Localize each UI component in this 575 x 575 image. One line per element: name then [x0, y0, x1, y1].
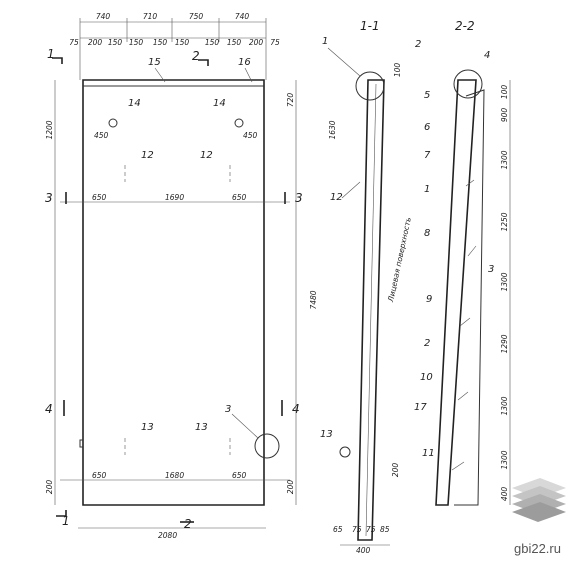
- top-dim-3: 750: [189, 12, 204, 21]
- svg-text:75: 75: [366, 525, 376, 534]
- sec2-label-2b: 2: [424, 338, 430, 349]
- callout-13-right: 13: [195, 422, 208, 433]
- svg-text:150: 150: [129, 38, 144, 47]
- section-mark-1-bottom: 1: [62, 514, 70, 528]
- svg-text:650: 650: [232, 193, 247, 202]
- svg-text:1300: 1300: [500, 450, 509, 469]
- section-mark-2-bottom: 2: [184, 517, 192, 531]
- svg-text:720: 720: [286, 93, 295, 108]
- watermark-logo: [512, 478, 566, 522]
- svg-text:150: 150: [153, 38, 168, 47]
- sec2-label-17: 17: [414, 402, 427, 413]
- callout-16: 16: [238, 57, 251, 68]
- svg-text:1630: 1630: [328, 120, 337, 139]
- sec2-label-3: 3: [488, 264, 494, 275]
- svg-text:200: 200: [45, 480, 54, 495]
- section-mark-2-top: 2: [192, 49, 200, 63]
- callout-13-left: 13: [141, 422, 154, 433]
- panel-elevation: 740 710 750 740 75 200 150 150 150 150 1…: [45, 12, 318, 540]
- svg-text:75: 75: [69, 38, 79, 47]
- sec2-dims: 100 900 1300 1250 1300 1290 1300 1300 40…: [500, 85, 509, 502]
- sec2-label-10: 10: [420, 372, 433, 383]
- callout-15: 15: [148, 57, 161, 68]
- callout-14-left: 14: [128, 98, 141, 109]
- svg-text:650: 650: [232, 471, 247, 480]
- sub-dims: 75 200 150 150 150 150 150 150 200 75: [69, 38, 280, 47]
- sec2-label-4: 4: [484, 50, 490, 61]
- sec1-label-1: 1: [322, 36, 328, 47]
- sec2-label-2: 2: [415, 39, 421, 50]
- callout-12-left: 12: [141, 150, 154, 161]
- section-mark-4-left: 4: [45, 402, 53, 416]
- top-dim-1: 740: [96, 12, 111, 21]
- sec2-label-1: 1: [424, 184, 430, 195]
- section-title-2-2: 2-2: [455, 19, 475, 33]
- right-dim-total: 7480: [309, 290, 318, 309]
- svg-text:450: 450: [243, 131, 258, 140]
- svg-text:400: 400: [356, 546, 371, 555]
- section-mark-1-top: 1: [47, 47, 55, 61]
- svg-text:150: 150: [175, 38, 190, 47]
- sec2-label-11: 11: [422, 448, 435, 459]
- svg-text:1300: 1300: [500, 150, 509, 169]
- svg-text:150: 150: [227, 38, 242, 47]
- svg-text:75: 75: [270, 38, 280, 47]
- top-dim-4: 740: [235, 12, 250, 21]
- callout-3: 3: [225, 404, 231, 415]
- svg-text:100: 100: [393, 63, 402, 78]
- sec1-bottom-dims: 65 75 75 85 400: [333, 525, 390, 555]
- bottom-dim: 2080: [158, 531, 177, 540]
- top-dim-2: 710: [143, 12, 158, 21]
- svg-text:1300: 1300: [500, 396, 509, 415]
- svg-text:65: 65: [333, 525, 343, 534]
- sec2-label-8: 8: [424, 228, 430, 239]
- section-title-1-1: 1-1: [360, 19, 380, 33]
- svg-text:450: 450: [94, 131, 109, 140]
- callout-14-right: 14: [213, 98, 226, 109]
- callout-12-right: 12: [200, 150, 213, 161]
- watermark-text: gbi22.ru: [514, 541, 561, 556]
- svg-text:650: 650: [92, 193, 107, 202]
- section-1-1: 1-1 1 12 13 100 1630 200 Лицевая поверхн…: [320, 19, 413, 555]
- svg-text:1690: 1690: [165, 193, 184, 202]
- svg-text:150: 150: [108, 38, 123, 47]
- svg-text:200: 200: [249, 38, 264, 47]
- svg-text:1250: 1250: [500, 212, 509, 231]
- sec1-label-12: 12: [330, 192, 343, 203]
- sec2-label-6: 6: [424, 122, 430, 133]
- svg-text:200: 200: [391, 463, 400, 478]
- svg-text:400: 400: [500, 487, 509, 502]
- svg-text:1200: 1200: [45, 120, 54, 139]
- sec2-label-5: 5: [424, 90, 430, 101]
- svg-text:85: 85: [380, 525, 390, 534]
- svg-text:650: 650: [92, 471, 107, 480]
- svg-text:75: 75: [352, 525, 362, 534]
- sec2-label-7: 7: [424, 150, 431, 161]
- panel-outline: [82, 79, 265, 506]
- svg-text:100: 100: [500, 85, 509, 100]
- section-mark-3-left: 3: [45, 191, 53, 205]
- sec2-label-9: 9: [426, 294, 432, 305]
- svg-text:1290: 1290: [500, 334, 509, 353]
- face-surface-label: Лицевая поверхность: [386, 216, 413, 303]
- svg-text:1680: 1680: [165, 471, 184, 480]
- svg-text:150: 150: [205, 38, 220, 47]
- svg-text:200: 200: [88, 38, 103, 47]
- svg-text:200: 200: [286, 480, 295, 495]
- svg-text:1300: 1300: [500, 272, 509, 291]
- section-2-2: 2-2 2 4 5 6 7 1 8 3 9 2 10 17 11 100 900…: [414, 19, 511, 506]
- sec1-label-13: 13: [320, 429, 333, 440]
- section-mark-3-right: 3: [295, 191, 303, 205]
- svg-text:900: 900: [500, 108, 509, 123]
